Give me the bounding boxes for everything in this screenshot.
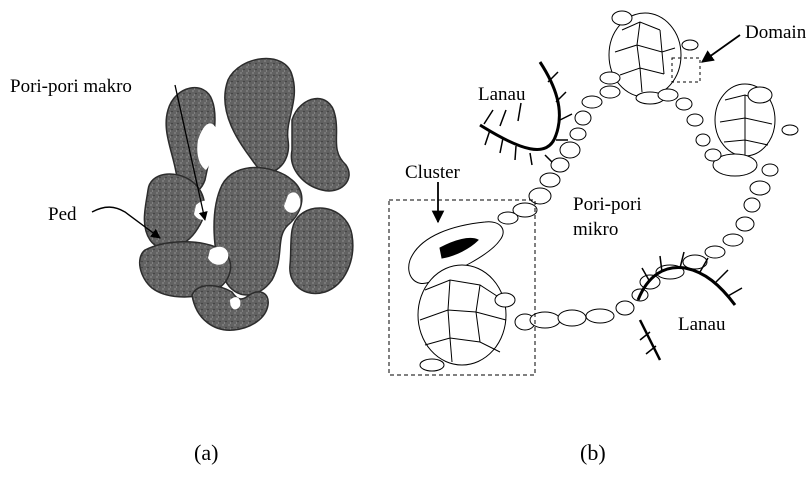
micropore-label-line1: Pori-pori xyxy=(573,194,642,215)
cluster-bottom-left xyxy=(409,222,535,371)
ped-aggregate xyxy=(140,59,353,331)
silt-label-top: Lanau xyxy=(478,84,526,105)
caption-a: (a) xyxy=(194,440,218,465)
ped-right-upper xyxy=(291,99,349,191)
ped-right-lower xyxy=(290,208,353,294)
cluster-label: Cluster xyxy=(405,162,461,183)
domain-label: Domain xyxy=(745,22,807,43)
silt-label-bottom: Lanau xyxy=(678,314,726,335)
ped-top-center xyxy=(225,59,295,173)
macropore-label: Pori-pori makro xyxy=(10,76,132,97)
ped-bottom xyxy=(192,286,268,331)
root-top xyxy=(480,62,572,165)
root-bottom xyxy=(638,252,742,360)
domain-pointer xyxy=(702,35,740,62)
panel-a: Pori-pori makro Ped (a) xyxy=(10,59,353,465)
panel-b: Domain Lanau Cluster Pori-pori mikro Lan… xyxy=(389,11,807,465)
ped-label: Ped xyxy=(48,204,77,225)
caption-b: (b) xyxy=(580,440,606,465)
micropore-label-line2: mikro xyxy=(573,219,618,240)
cluster-right xyxy=(715,84,798,156)
